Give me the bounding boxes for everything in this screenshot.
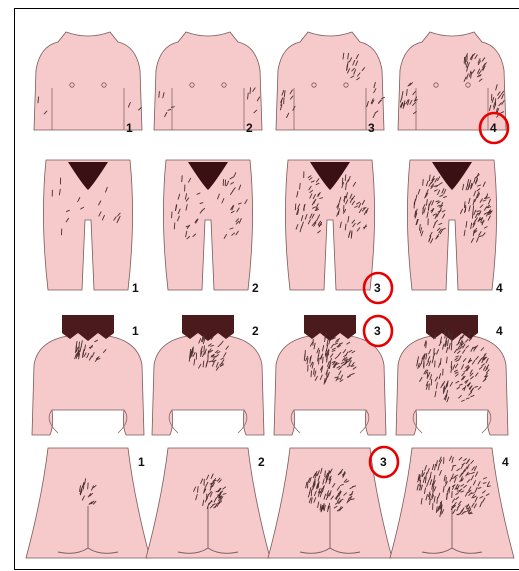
torso-silhouette <box>154 32 262 130</box>
panel-chest-score-3: 3 <box>276 32 385 135</box>
score-label: 2 <box>258 455 265 469</box>
score-label: 2 <box>252 324 259 338</box>
panel-upper-back-score-4: 4 <box>396 315 508 435</box>
torso-silhouette <box>34 32 142 130</box>
panel-lower-back-buttocks-score-2: 2 <box>146 448 270 558</box>
panel-chest-score-1: 1 <box>34 32 142 135</box>
score-label: 3 <box>368 121 375 135</box>
panel-chest-score-4: 4 <box>398 32 506 135</box>
scalp-hair <box>304 315 356 341</box>
scalp-hair <box>182 315 234 341</box>
panel-upper-back-score-2: 2 <box>152 315 264 435</box>
panel-upper-back-score-1: 1 <box>32 315 144 435</box>
score-label: 1 <box>132 281 139 295</box>
row-chest: 1 2 3 4 <box>34 32 506 135</box>
scalp-hair <box>426 315 478 341</box>
score-label: 1 <box>132 324 139 338</box>
score-label: 4 <box>496 281 503 295</box>
row-thighs: 1 2 3 4 <box>43 160 503 295</box>
score-label: 4 <box>490 121 497 135</box>
torso-silhouette <box>398 32 506 130</box>
score-label: 2 <box>246 121 253 135</box>
score-label: 4 <box>496 324 503 338</box>
score-label: 1 <box>138 455 145 469</box>
score-label: 3 <box>374 324 381 338</box>
panel-thighs-score-1: 1 <box>43 160 139 295</box>
panel-chest-score-2: 2 <box>154 32 262 135</box>
score-label: 4 <box>502 455 509 469</box>
scalp-hair <box>62 315 114 341</box>
row-lower-back-buttocks: 1 2 3 4 <box>26 448 514 558</box>
row-upper-back: 1 2 3 4 <box>32 315 508 435</box>
panel-lower-back-buttocks-score-4: 4 <box>390 448 514 558</box>
panel-lower-back-buttocks-score-1: 1 <box>26 448 150 558</box>
panel-thighs-score-3: 3 <box>285 160 381 295</box>
panel-thighs-score-4: 4 <box>407 160 503 295</box>
panel-thighs-score-2: 2 <box>163 160 259 295</box>
panel-upper-back-score-3: 3 <box>274 315 386 435</box>
panel-lower-back-buttocks-score-3: 3 <box>268 448 392 558</box>
score-label: 3 <box>374 281 381 295</box>
torso-silhouette <box>276 32 384 130</box>
score-label: 2 <box>252 281 259 295</box>
score-label: 3 <box>380 455 387 469</box>
score-label: 1 <box>126 121 133 135</box>
